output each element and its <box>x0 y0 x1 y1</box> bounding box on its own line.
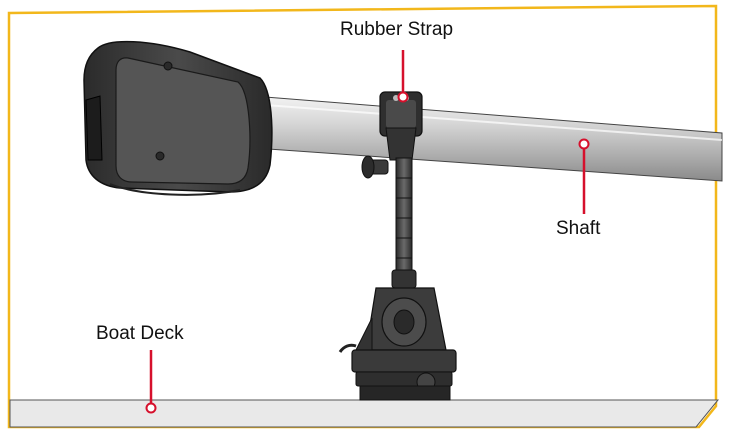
frame-border <box>7 4 718 429</box>
shaft-leader <box>578 138 590 214</box>
boat-deck-leader <box>145 350 157 414</box>
strap-clamp <box>379 91 423 161</box>
boat-deck <box>9 399 720 428</box>
mount-pole <box>391 157 417 289</box>
boat-deck-label: Boat Deck <box>96 323 184 344</box>
motor-head <box>83 40 273 196</box>
rubber-strap-leader <box>397 50 409 103</box>
shaft-label: Shaft <box>556 218 601 239</box>
adjustment-knob <box>361 155 389 179</box>
deck-mount-base <box>338 287 457 401</box>
rubber-strap-label: Rubber Strap <box>340 19 454 40</box>
